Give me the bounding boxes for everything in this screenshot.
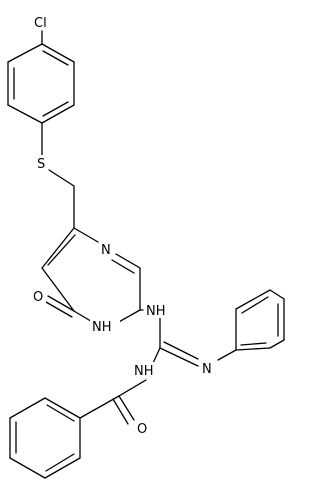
bond (47, 295, 75, 312)
bond (48, 169, 75, 187)
bond (46, 404, 75, 422)
bond (41, 43, 75, 63)
bond (9, 397, 46, 419)
bond (118, 395, 135, 421)
pyrimidine-nh-atom: NH (92, 320, 112, 335)
bond (41, 227, 75, 269)
bond (79, 395, 120, 419)
carbonyl-oxygen-atom: O (137, 422, 147, 437)
bond (41, 104, 75, 124)
bond (7, 104, 43, 124)
bond (240, 342, 267, 346)
bond (163, 341, 199, 360)
pyrimidine-n3-atom: N (101, 243, 111, 258)
bond (217, 349, 237, 361)
bond (118, 379, 147, 397)
bond (9, 457, 46, 479)
bond (241, 296, 269, 314)
chlorine-atom: Cl (34, 16, 47, 31)
bond (116, 309, 141, 324)
bond (44, 397, 81, 419)
bond (42, 101, 69, 117)
bonds (7, 30, 285, 479)
bond (152, 347, 161, 364)
bond (47, 234, 76, 266)
bond (7, 43, 43, 63)
bond (45, 453, 75, 472)
bond (42, 50, 69, 66)
bond (45, 301, 73, 318)
structure-svg: Cl S N NH O NH N NH O (7, 14, 285, 479)
atom-labels: Cl S N NH O NH N NH O (32, 14, 215, 437)
pyrimidinone-oxygen-atom: O (33, 290, 43, 305)
bond (41, 267, 75, 312)
amide-nh-atom: NH (134, 364, 154, 379)
bond (111, 259, 135, 274)
bond (44, 457, 81, 479)
molecule-diagram: Cl S N NH O NH N NH O (7, 14, 285, 479)
bond (269, 339, 285, 349)
guanidine-nh-atom: NH (146, 304, 166, 319)
bond (235, 289, 271, 310)
bond (159, 347, 199, 367)
bond (112, 398, 129, 425)
bond (73, 227, 99, 243)
bond (115, 253, 141, 269)
bond (269, 289, 285, 300)
bond (235, 347, 271, 351)
imine-n-atom: N (202, 362, 212, 377)
sulfur-atom: S (37, 157, 45, 172)
